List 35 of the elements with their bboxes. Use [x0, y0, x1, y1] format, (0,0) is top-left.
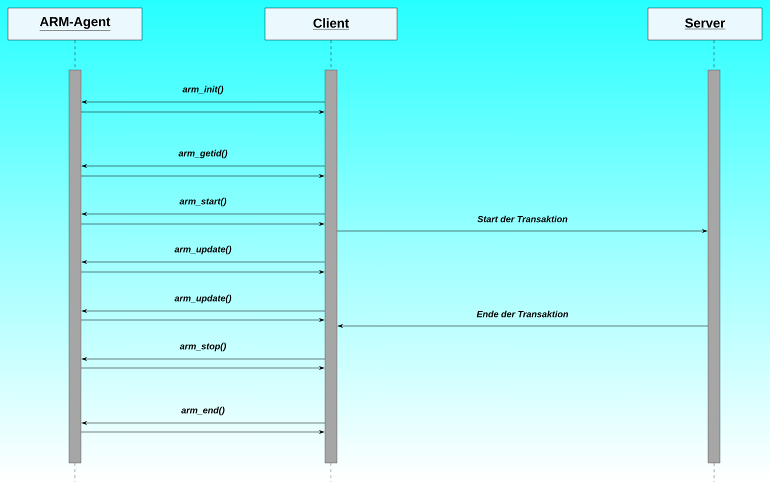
- message-arrow: [82, 164, 326, 168]
- edge-label: arm_getid(): [178, 150, 228, 158]
- lifeline: [330, 40, 332, 70]
- participant-box: Server: [648, 8, 762, 40]
- message-arrow: [80, 174, 324, 178]
- message-arrow: [82, 421, 326, 425]
- lifeline: [330, 463, 332, 482]
- edge-label: arm_stop(): [180, 342, 226, 352]
- activation-bar: [68, 70, 82, 464]
- edge-label: arm_init(): [182, 86, 224, 94]
- participant-box: Client: [264, 8, 398, 40]
- message-arrow: [82, 212, 326, 216]
- message-arrow: [80, 366, 324, 370]
- lifeline: [74, 40, 76, 70]
- edge-label: arm_update(): [174, 246, 232, 254]
- edge-label: Start der Transaktion: [477, 216, 568, 222]
- message-arrow: [80, 318, 324, 322]
- lifeline: [74, 463, 76, 482]
- message-arrow: [82, 357, 326, 361]
- message-arrow: [82, 100, 326, 104]
- edge-label: Ende der Transaktion: [476, 310, 568, 318]
- edge-label: arm_update(): [174, 294, 232, 304]
- message-arrow: [82, 260, 326, 264]
- message-arrow: [80, 430, 324, 434]
- message-arrow: [338, 324, 708, 328]
- message-arrow: [336, 229, 708, 233]
- message-arrow: [80, 222, 324, 226]
- message-arrow: [80, 270, 324, 274]
- message-arrow: [82, 309, 326, 313]
- edge-label: arm_start(): [180, 198, 226, 206]
- activation-bar: [708, 70, 720, 464]
- edge-label: arm_end(): [181, 406, 224, 416]
- activation-bar: [324, 70, 338, 464]
- participant-box: ARM-Agent: [8, 8, 142, 40]
- message-arrow: [80, 110, 324, 114]
